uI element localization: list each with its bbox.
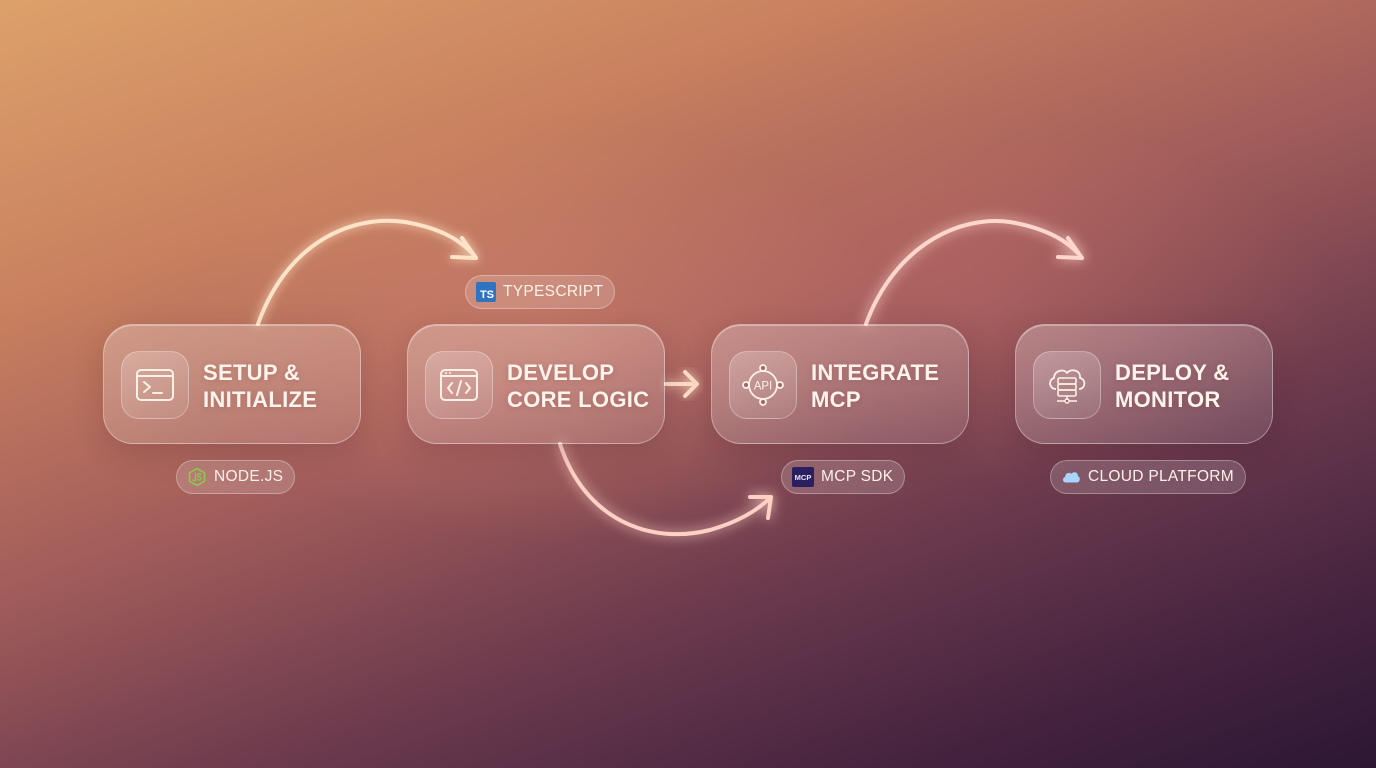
step-title-line1: DEPLOY & xyxy=(1115,360,1230,385)
step-title: INTEGRATE MCP xyxy=(811,359,963,413)
step-title-line2: MCP xyxy=(811,387,861,412)
arrow-setup-to-develop xyxy=(256,218,478,326)
terminal-icon xyxy=(121,351,189,419)
tech-pill-label: NODE.JS xyxy=(214,468,284,485)
api-icon-label: API xyxy=(754,381,773,393)
arrow-develop-to-integrate-lower xyxy=(558,442,773,537)
arrow-integrate-to-deploy xyxy=(864,219,1084,326)
step-title: SETUP & INITIALIZE xyxy=(203,359,355,413)
tech-pill-typescript: TS TYPESCRIPT xyxy=(465,275,616,309)
arrow-develop-to-integrate xyxy=(664,370,699,398)
code-window-icon xyxy=(425,351,493,419)
cloud-server-icon xyxy=(1033,351,1101,419)
step-card-develop: DEVELOP CORE LOGIC xyxy=(407,324,665,444)
tech-pill-mcp-sdk: MCP MCP SDK xyxy=(781,460,906,494)
step-title-line1: DEVELOP xyxy=(507,360,615,385)
tech-pill-nodejs: NODE.JS xyxy=(176,460,296,494)
nodejs-icon xyxy=(187,467,207,487)
tech-pill-label: MCP SDK xyxy=(821,468,894,485)
step-title: DEVELOP CORE LOGIC xyxy=(507,359,659,413)
step-title-line2: MONITOR xyxy=(1115,387,1221,412)
step-card-integrate: API INTEGRATE MCP xyxy=(711,324,969,444)
step-title-line2: CORE LOGIC xyxy=(507,387,650,412)
step-title-line1: INTEGRATE xyxy=(811,360,940,385)
step-card-setup: SETUP & INITIALIZE xyxy=(103,324,361,444)
step-title: DEPLOY & MONITOR xyxy=(1115,359,1267,413)
typescript-icon: TS xyxy=(476,282,496,302)
api-icon: API xyxy=(729,351,797,419)
step-card-deploy: DEPLOY & MONITOR xyxy=(1015,324,1273,444)
mcp-icon: MCP xyxy=(792,467,814,487)
step-title-line1: SETUP & xyxy=(203,360,301,385)
tech-pill-label: CLOUD PLATFORM xyxy=(1088,468,1235,485)
step-title-line2: INITIALIZE xyxy=(203,387,318,412)
tech-pill-label: TYPESCRIPT xyxy=(503,283,604,300)
tech-pill-cloud-platform: CLOUD PLATFORM xyxy=(1050,460,1247,494)
cloud-icon xyxy=(1061,467,1081,487)
